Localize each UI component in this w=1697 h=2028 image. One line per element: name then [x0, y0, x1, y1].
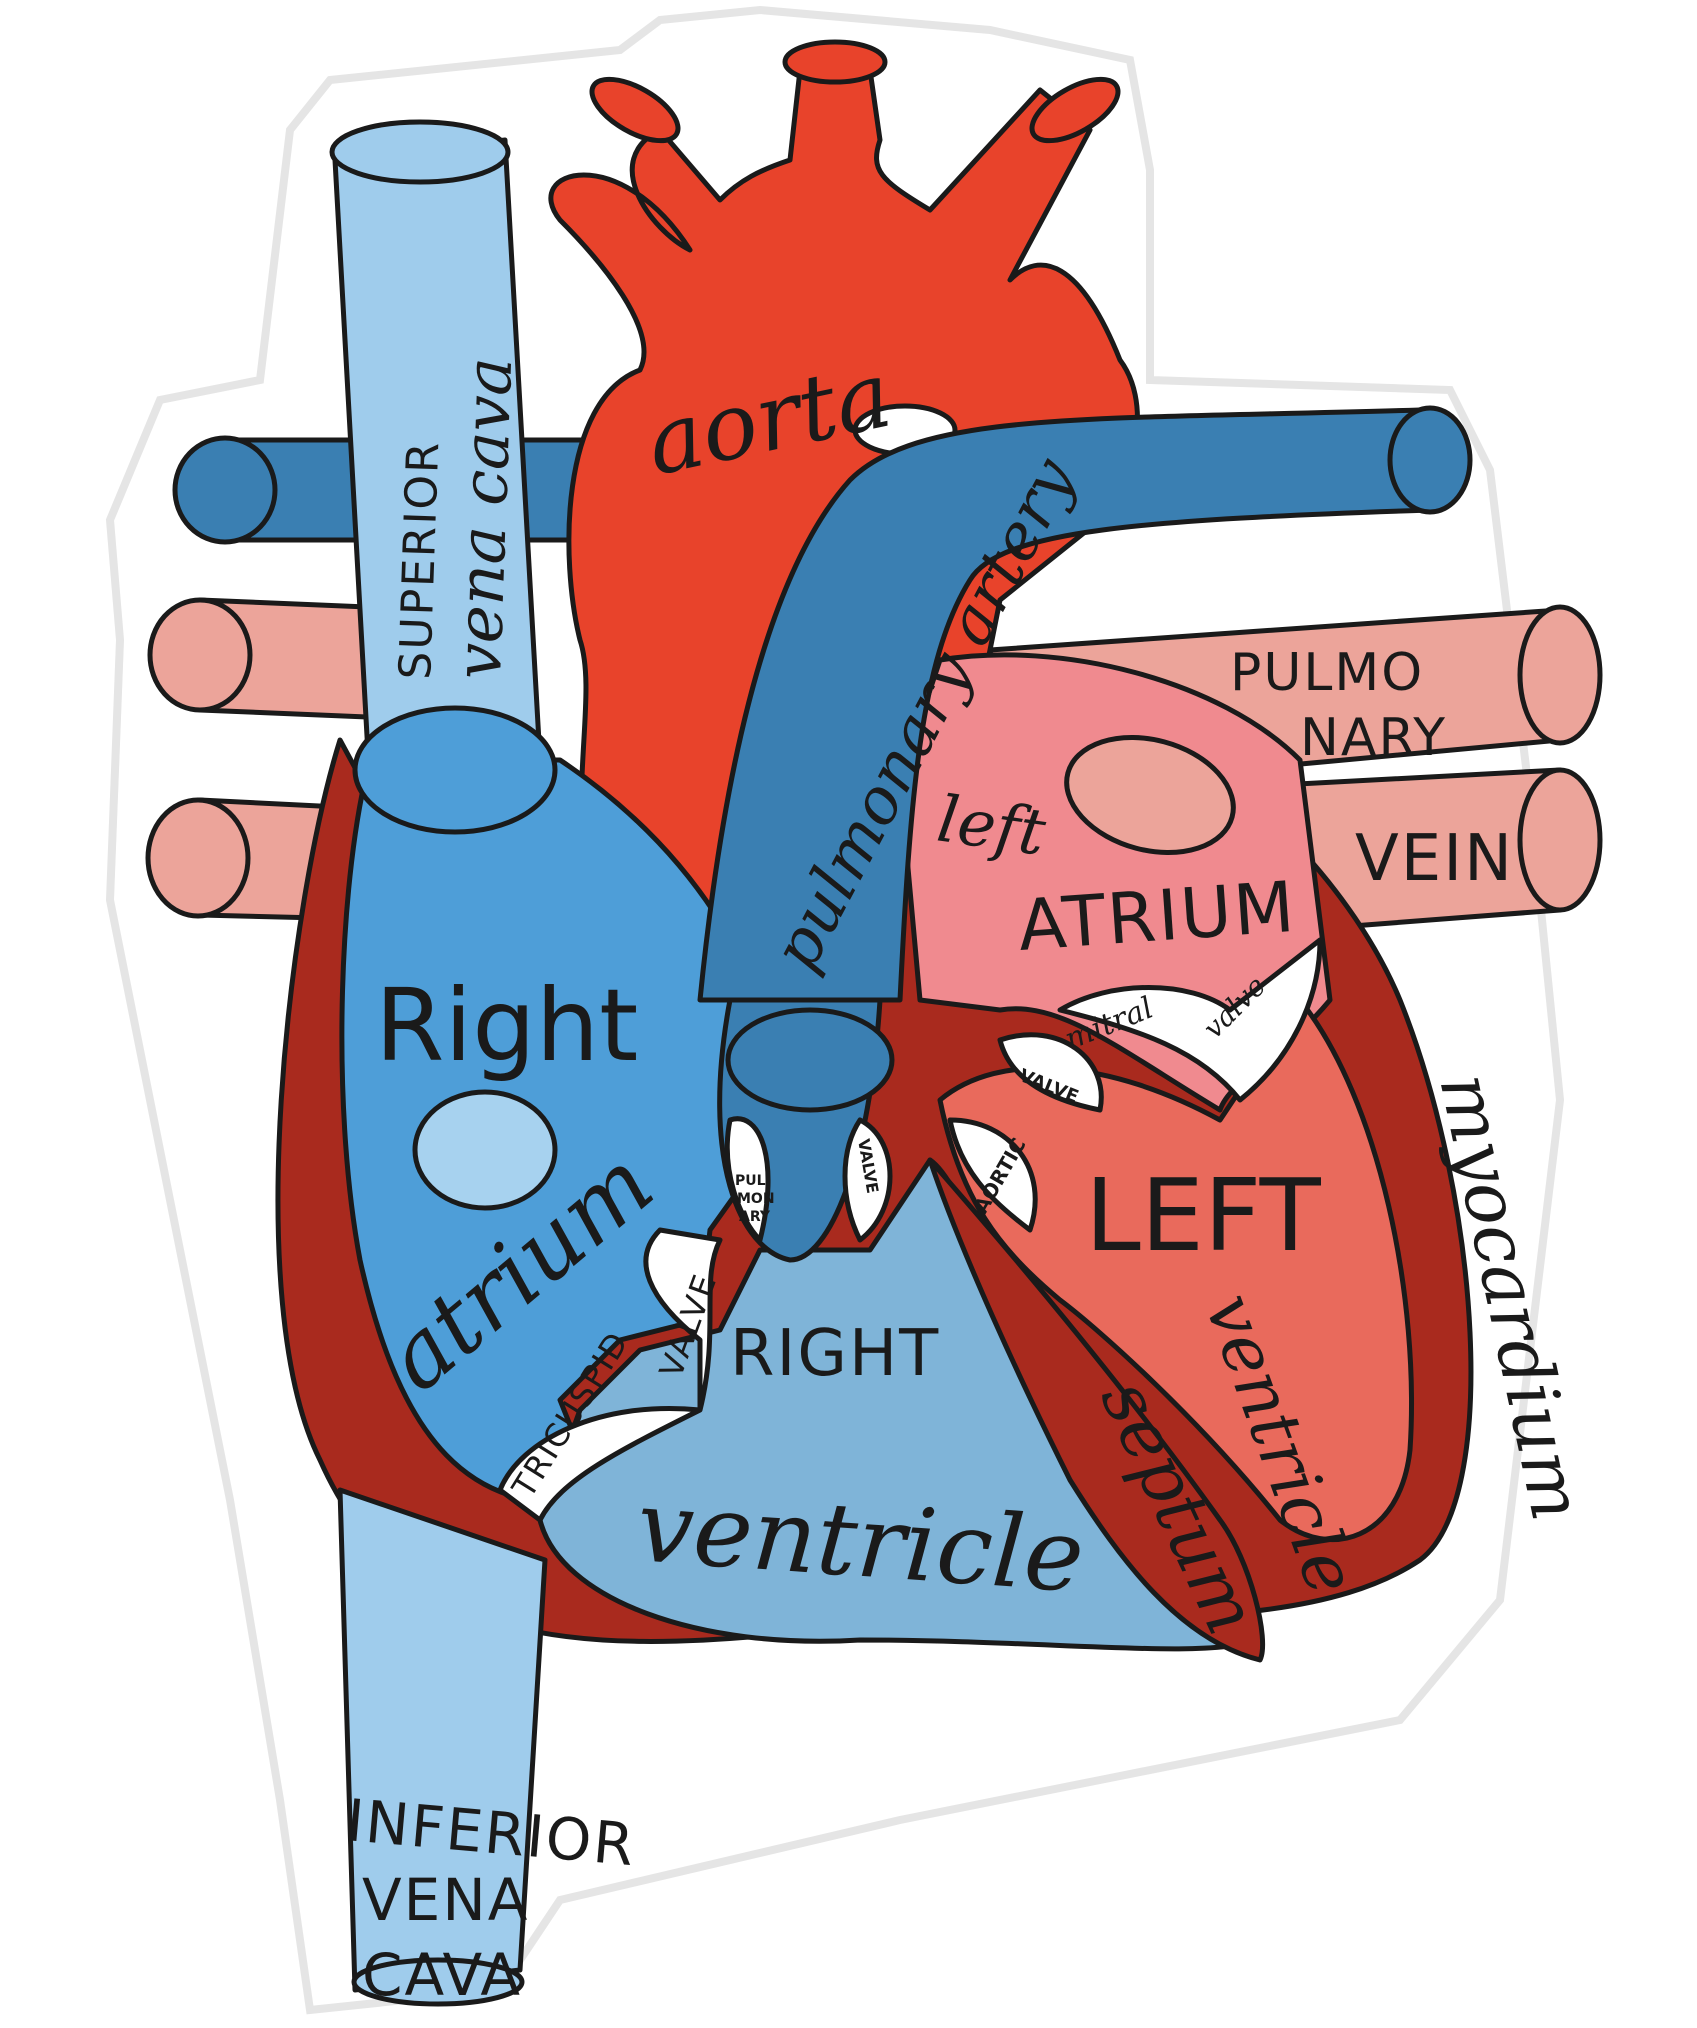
label-left-atrium-1: left: [933, 783, 1050, 871]
label-pulmonary-valve-2: MON: [737, 1191, 775, 1207]
label-pulmonary-vein-1: PULMO: [1230, 643, 1424, 703]
mitral-valve: [1057, 937, 1323, 1103]
label-pulmonary-valve-1: PUL: [735, 1173, 766, 1189]
label-superior: SUPERIOR: [390, 440, 449, 681]
label-superior-vena-cava: vena cava: [442, 356, 527, 680]
pulmonary-valve-left: [724, 1116, 771, 1243]
superior-vena-cava: [329, 119, 543, 793]
pulmonary-valve-right: [842, 1117, 893, 1243]
septum: [927, 1157, 1266, 1663]
label-pulmonary-valve-3: ARY: [739, 1209, 771, 1225]
superior-vena-cava-opening: [352, 705, 558, 835]
valves: [497, 937, 1323, 1523]
inferior-vena-cava: [337, 1487, 548, 2007]
tricuspid-valve: [497, 1227, 723, 1523]
atrium-opening: [412, 1089, 558, 1211]
label-inferior-3: CAVA: [362, 1941, 522, 2009]
label-left-ventricle-1: LEFT: [1085, 1157, 1322, 1274]
label-inferior-2: VENA: [362, 1866, 529, 1934]
aortic-valve: [947, 1117, 1038, 1233]
left-ventricle: [937, 997, 1414, 1543]
label-left-atrium-2: ATRIUM: [1015, 866, 1298, 967]
label-pulmonary-vein-2: NARY: [1300, 708, 1447, 768]
pulmonary-vein-opening: [1064, 734, 1236, 856]
label-right-ventricle-1: RIGHT: [730, 1317, 940, 1391]
label-pulmonary-vein-3: VEIN: [1355, 822, 1514, 896]
label-right-atrium-1: Right: [375, 967, 638, 1084]
mitral-valve-small: [997, 1032, 1104, 1113]
